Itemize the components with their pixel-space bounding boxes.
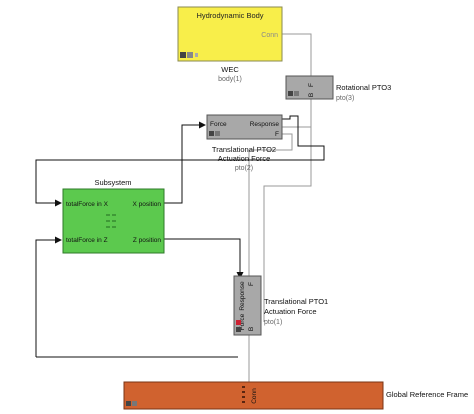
pto2-caption-line1: Translational PTO2	[212, 145, 276, 154]
rotational-pto3-block[interactable]: F B Rotational PTO3 pto(3)	[285, 75, 391, 102]
pto1-port-response: Response	[239, 281, 246, 311]
pto1-link-icon	[236, 320, 241, 332]
pto2-port-force: Force	[210, 121, 227, 128]
subsystem-title: Subsystem	[94, 178, 131, 187]
line-pto3-to-pto2[interactable]	[282, 99, 312, 128]
pto3-subcaption: pto(3)	[336, 95, 354, 102]
pto3-port-f: F	[308, 83, 315, 87]
line-pto2-to-pto1[interactable]	[248, 133, 293, 278]
subsystem-inner-icon	[106, 214, 116, 228]
translational-pto2-block[interactable]: Force Response F Translational PTO2 Actu…	[206, 114, 283, 172]
line-pto3-to-pto1[interactable]	[263, 99, 312, 322]
ground-inner-icon	[242, 386, 245, 403]
pto3-caption: Rotational PTO3	[336, 83, 391, 92]
physical-connections	[248, 33, 312, 383]
pto1-caption-line2: Actuation Force	[264, 307, 317, 316]
signal-sub-z-to-pto1-force[interactable]	[164, 238, 244, 279]
signal-sub-x-to-pto2-force[interactable]	[164, 121, 206, 204]
translational-pto1-block[interactable]: F Response Force B Translational PTO1 Ac…	[233, 275, 328, 336]
pto3-link-icon	[288, 91, 299, 96]
pto2-link-icon	[209, 131, 220, 136]
subsystem-out-z: Z position	[133, 237, 162, 244]
subsystem-in-x: totalForce in X	[66, 201, 109, 208]
ground-caption: Global Reference Frame	[386, 390, 468, 399]
pto1-caption-line1: Translational PTO1	[264, 297, 328, 306]
pto1-subcaption: pto(1)	[264, 319, 282, 326]
subsystem-body[interactable]	[62, 188, 165, 254]
line-wec-to-pto3[interactable]	[282, 33, 312, 78]
wec-caption: WEC	[221, 65, 239, 74]
pto1-port-b: B	[248, 327, 255, 331]
wec-body[interactable]	[177, 6, 283, 62]
pto2-body[interactable]	[206, 114, 283, 140]
signal-pto1-response-to-sub-z[interactable]	[35, 236, 62, 357]
wec-subcaption: body(1)	[218, 76, 242, 83]
ground-port-conn: Conn	[251, 388, 258, 404]
ground-body[interactable]	[123, 381, 384, 410]
wec-title: Hydrodynamic Body	[196, 11, 263, 20]
subsystem-out-x: X position	[132, 201, 161, 208]
pto3-port-b: B	[308, 93, 315, 97]
ground-link-icon	[126, 401, 137, 406]
subsystem-in-z: totalForce in Z	[66, 237, 108, 244]
wec-link-icon	[180, 52, 198, 58]
wec-block[interactable]: Hydrodynamic Body Conn WEC body(1)	[177, 6, 283, 83]
global-reference-frame-block[interactable]: Conn Global Reference Frame	[123, 381, 468, 410]
pto2-port-response: Response	[250, 121, 280, 128]
wec-port-conn: Conn	[261, 32, 278, 39]
pto1-body[interactable]	[233, 275, 262, 336]
pto2-subcaption: pto(2)	[235, 165, 253, 172]
pto2-caption-line2: Actuation Force	[218, 154, 271, 163]
pto1-port-f: F	[248, 282, 255, 286]
pto2-port-f: F	[275, 131, 279, 138]
subsystem-block[interactable]: Subsystem totalForce in X X position tot…	[62, 178, 165, 254]
pto1-port-force: Force	[239, 313, 246, 330]
